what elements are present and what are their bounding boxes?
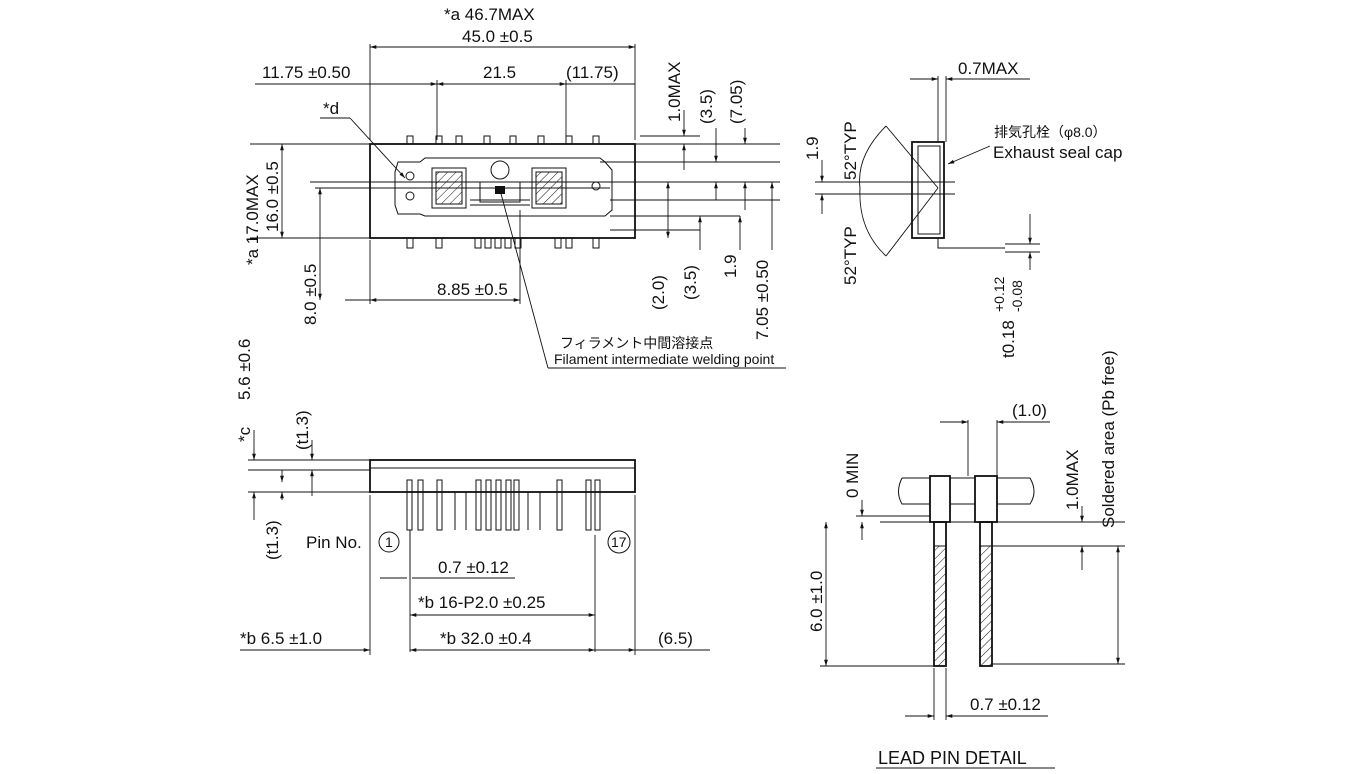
glass-edge-top — [898, 477, 930, 505]
note-d: *d — [323, 99, 339, 118]
dim-pin-width: 0.7 ±0.12 — [438, 558, 509, 577]
front-pins — [406, 479, 601, 580]
dim-height-max: *a 17.0MAX — [243, 174, 262, 265]
side-body — [911, 141, 945, 239]
dim-pitch: *b 16-P2.0 ±0.25 — [418, 593, 545, 612]
lead-pin-right-solder — [979, 545, 993, 667]
dim-min-gap: 0 MIN — [843, 453, 862, 498]
dim-7-05-bot: 7.05 ±0.50 — [753, 260, 772, 340]
dim-t-bot: (t1.3) — [263, 520, 282, 560]
dim-lead-pitch: (1.0) — [1012, 401, 1047, 420]
front-body — [369, 459, 636, 493]
dim-height: 16.0 ±0.5 — [263, 161, 282, 232]
center-circle — [490, 160, 510, 180]
angle-bot: 52°TYP — [841, 226, 860, 285]
dim-right-offset: (11.75) — [566, 63, 619, 82]
side-view: 0.7MAX 1.9 52°TYP 52°TYP 排気孔栓（φ8.0） Exha… — [803, 59, 1122, 358]
front-view: 5.6 ±0.6 *c (t1.3) (t1.3) Pin No. 1 17 0… — [235, 339, 710, 655]
dim-pin-pos: 8.85 ±0.5 — [437, 280, 508, 299]
pin-first-circle — [378, 531, 400, 553]
note-c: *c — [235, 426, 254, 442]
dim-1-9-top: 1.9 — [721, 254, 740, 278]
dim-thickness-max: 0.7MAX — [958, 59, 1018, 78]
dim-c-height: 5.6 ±0.6 — [235, 339, 254, 400]
dim-lead-len: 6.0 ±1.0 — [807, 571, 826, 632]
right-circle — [591, 181, 601, 191]
left-circle-2 — [405, 191, 415, 201]
dim-left-offset: 11.75 ±0.50 — [262, 63, 350, 82]
angle-top: 52°TYP — [841, 121, 860, 180]
lead-tol-plus: +0.12 — [991, 276, 1007, 312]
lead-pin-right-head — [974, 475, 998, 523]
angle-arc-top — [859, 125, 887, 189]
cap-label-jp: 排気孔栓（φ8.0） — [994, 124, 1107, 140]
side-cap — [917, 145, 941, 235]
pin-first: 1 — [385, 534, 393, 550]
top-body-outline — [369, 143, 636, 239]
dim-side-1-9: 1.9 — [803, 136, 822, 160]
dim-max-len: 1.0MAX — [1063, 450, 1082, 510]
lead-tol-minus: -0.08 — [1009, 280, 1025, 312]
angle-arc-bot — [859, 187, 887, 257]
lead-pin-left-head — [929, 475, 951, 523]
lead-pin-left-solder — [933, 545, 947, 667]
weld-label-jp: フィラメント中間溶接点 — [560, 335, 713, 351]
top-inner-window — [394, 157, 613, 217]
top-pins-lower — [406, 237, 600, 249]
dim-t-top: (t1.3) — [293, 410, 312, 450]
cap-label-en: Exhaust seal cap — [993, 143, 1122, 162]
lead-detail-title: LEAD PIN DETAIL — [878, 748, 1027, 768]
dim-lead-width: 0.7 ±0.12 — [970, 695, 1041, 714]
pin-no-label: Pin No. — [306, 533, 362, 552]
dim-body-length: 45.0 ±0.5 — [462, 27, 533, 46]
lead-thk: t0.18 — [999, 320, 1018, 358]
dim-2-0: (2.0) — [649, 275, 668, 310]
left-circle — [405, 171, 415, 181]
pin-last-circle — [607, 530, 631, 554]
dim-3-5-bot: (3.5) — [681, 265, 700, 300]
pin-last: 17 — [611, 534, 627, 550]
dim-tip-max: 1.0MAX — [665, 62, 684, 122]
top-view: *a 46.7MAX 45.0 ±0.5 11.75 ±0.50 21.5 (1… — [243, 5, 786, 369]
solder-label: Soldered area (Pb free) — [1099, 350, 1118, 528]
top-pins-upper — [406, 135, 600, 145]
dim-pin-span: *b 32.0 ±0.4 — [440, 629, 532, 648]
dim-left-margin: *b 6.5 ±1.0 — [240, 629, 322, 648]
dim-7-05-top: (7.05) — [727, 80, 746, 124]
dim-3-5-top: (3.5) — [697, 89, 716, 124]
lead-detail: (1.0) 0 MIN 1.0MAX Soldered area (Pb fre… — [807, 350, 1125, 769]
dim-overall-max: *a 46.7MAX — [444, 5, 535, 24]
dim-center-span: 21.5 — [483, 63, 516, 82]
side-lead — [937, 238, 1005, 249]
dim-pin-height: 8.0 ±0.5 — [301, 264, 320, 325]
weld-label-en: Filament intermediate welding point — [554, 351, 774, 367]
dim-right-margin: (6.5) — [658, 629, 693, 648]
